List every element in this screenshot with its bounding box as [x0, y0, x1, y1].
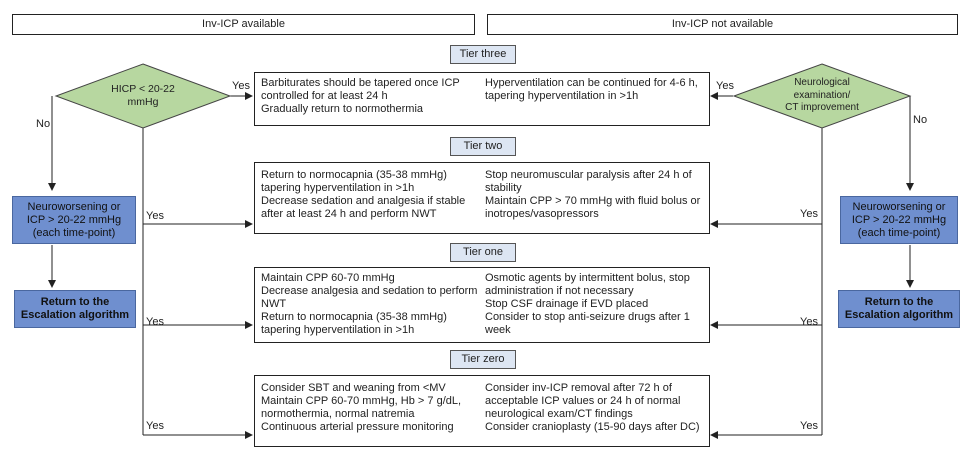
right-tier0-yes-label: Yes [800, 420, 818, 432]
left-return-escalation-box: Return to the Escalation algorithm [14, 290, 136, 328]
left-diamond-text: HICP < 20-22 mmHg [111, 83, 175, 108]
left-tier3-yes-label: Yes [232, 80, 250, 92]
right-tier1-yes-label: Yes [800, 316, 818, 328]
right-return-escalation-box: Return to the Escalation algorithm [838, 290, 960, 328]
tier-two-left-text: Return to normocapnia (35-38 mmHg) taper… [261, 169, 466, 220]
right-decision-diamond [732, 63, 912, 129]
right-diamond-text: Neurological examination/ CT improvement [785, 77, 859, 113]
header-inv-icp-not-available: Inv-ICP not available [487, 14, 958, 35]
tier-one-box: Maintain CPP 60-70 mmHg Decrease analges… [254, 267, 710, 343]
tier-zero-label: Tier zero [450, 350, 516, 369]
tier-one-label: Tier one [450, 243, 516, 262]
left-neuroworsening-box: Neuroworsening or ICP > 20-22 mmHg (each… [12, 196, 136, 244]
header-inv-icp-available: Inv-ICP available [12, 14, 475, 35]
left-tier2-yes-label: Yes [146, 210, 164, 222]
tier-three-right-text: Hyperventilation can be continued for 4-… [485, 77, 698, 102]
right-tier2-yes-label: Yes [800, 208, 818, 220]
right-no-label: No [913, 114, 928, 126]
tier-one-left-text: Maintain CPP 60-70 mmHg Decrease analges… [261, 272, 478, 336]
tier-three-label: Tier three [450, 45, 516, 64]
left-decision-diamond [54, 63, 232, 129]
tier-two-right-text: Stop neuromuscular paralysis after 24 h … [485, 169, 701, 220]
tier-zero-left-text: Consider SBT and weaning from <MV Mainta… [261, 382, 462, 433]
tier-three-left-text: Barbiturates should be tapered once ICP … [261, 77, 460, 115]
left-no-label: No [36, 118, 51, 130]
tier-one-right-text: Osmotic agents by intermittent bolus, st… [485, 272, 690, 336]
left-tier1-yes-label: Yes [146, 316, 164, 328]
tier-three-box: Barbiturates should be tapered once ICP … [254, 72, 710, 126]
tier-zero-right-text: Consider inv-ICP removal after 72 h of a… [485, 382, 700, 433]
tier-two-label: Tier two [450, 137, 516, 156]
tier-zero-box: Consider SBT and weaning from <MV Mainta… [254, 375, 710, 447]
right-tier3-yes-label: Yes [716, 80, 734, 92]
right-neuroworsening-box: Neuroworsening or ICP > 20-22 mmHg (each… [840, 196, 958, 244]
left-tier0-yes-label: Yes [146, 420, 164, 432]
tier-two-box: Return to normocapnia (35-38 mmHg) taper… [254, 162, 710, 234]
